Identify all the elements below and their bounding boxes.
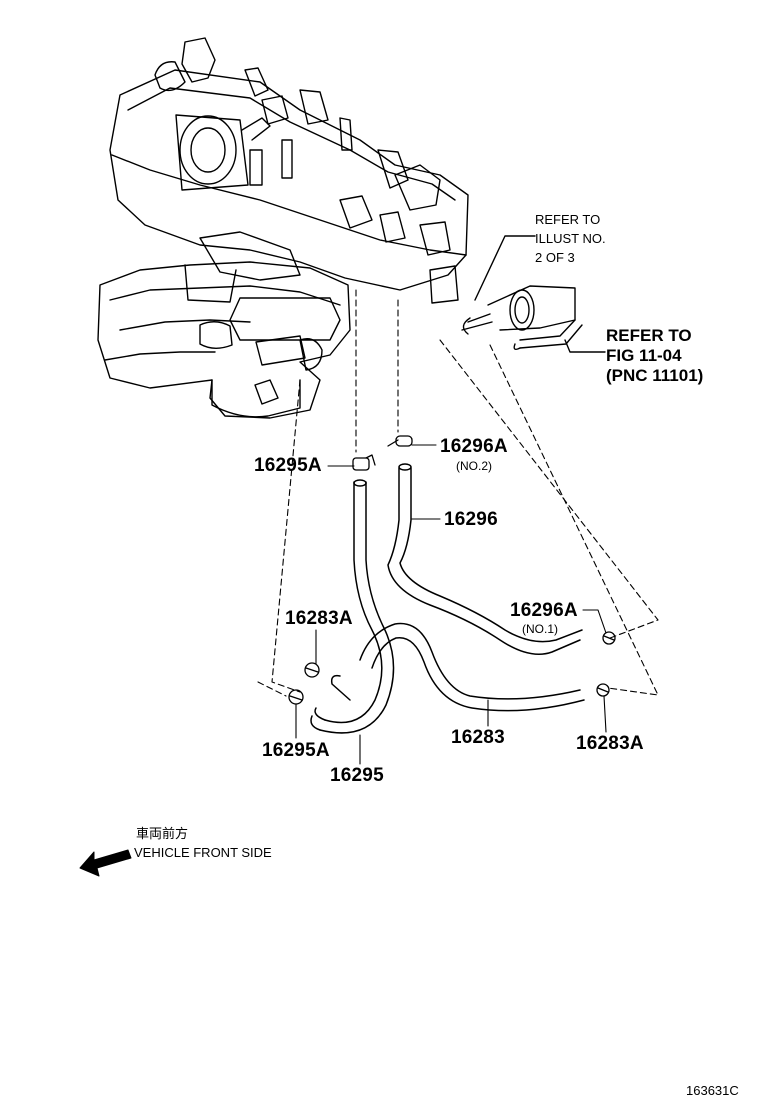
label-16283: 16283: [451, 727, 505, 748]
label-16295A-top: 16295A: [254, 455, 322, 476]
vehicle-front-label-en: VEHICLE FRONT SIDE: [134, 845, 272, 860]
label-16295: 16295: [330, 765, 384, 786]
hose-16296: [387, 463, 583, 655]
label-16296A-no1: 16296A: [510, 600, 578, 621]
label-16296A-no2: 16296A: [440, 436, 508, 457]
label-16295A-bottom: 16295A: [262, 740, 330, 761]
hose-16283: [359, 622, 585, 712]
refer-illust-note: REFER TO ILLUST NO. 2 OF 3: [535, 212, 606, 265]
clamps: [288, 435, 616, 705]
leader-lines: [295, 444, 607, 765]
illustration-id: 163631C: [686, 1083, 739, 1098]
label-16283A-left: 16283A: [285, 608, 353, 629]
vehicle-front-label-jp: 車両前方: [136, 826, 189, 841]
label-16296A-no1-sub: (NO.1): [522, 622, 558, 636]
vehicle-front-arrow-icon: [79, 849, 132, 877]
reference-pipe: [461, 235, 606, 353]
label-16296A-no2-sub: (NO.2): [456, 459, 492, 473]
label-16283A-right: 16283A: [576, 733, 644, 754]
dashed-reference-lines: [257, 289, 659, 697]
engine-intake-assembly: [97, 37, 469, 419]
label-16296: 16296: [444, 509, 498, 530]
hose-16295: [310, 479, 395, 734]
refer-fig-note: REFER TO FIG 11-04 (PNC 11101): [606, 326, 704, 385]
